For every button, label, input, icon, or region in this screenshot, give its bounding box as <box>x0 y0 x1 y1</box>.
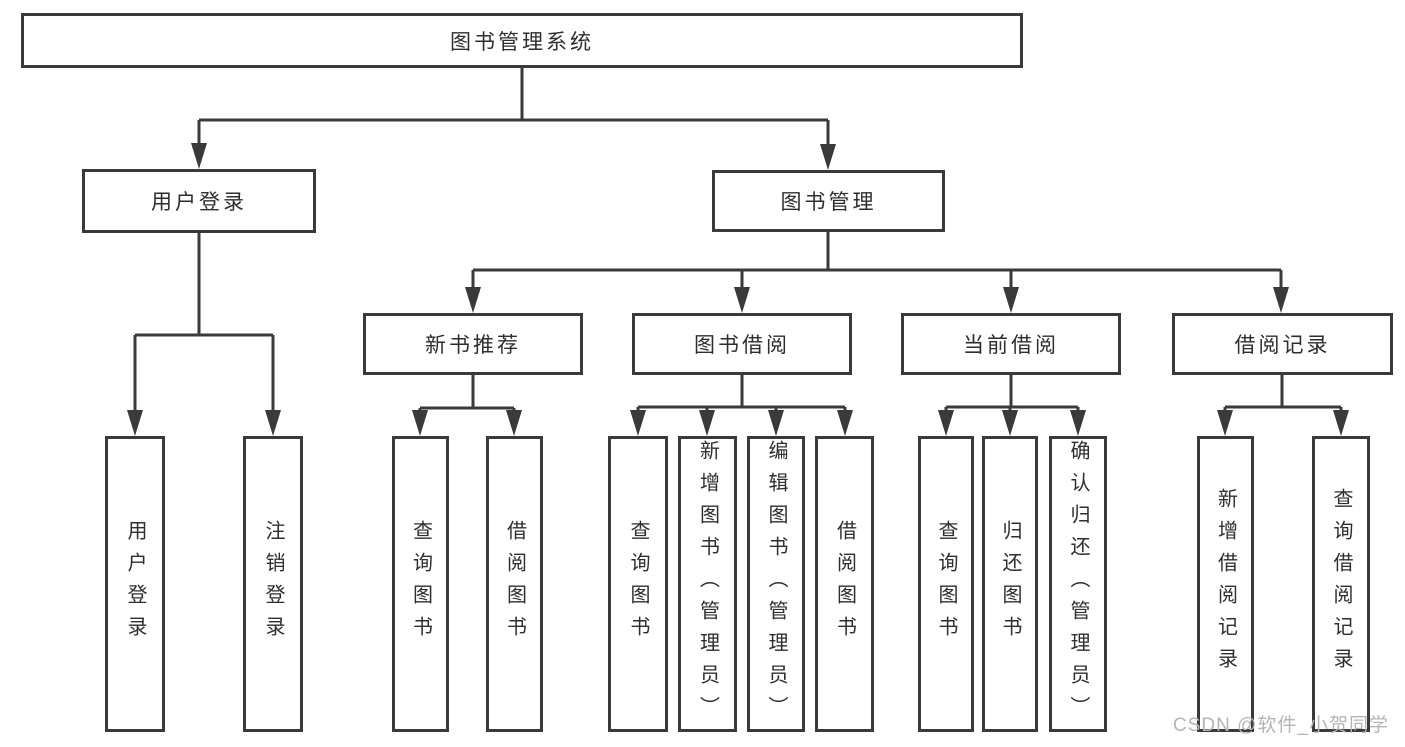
arrow-icon <box>127 410 143 436</box>
node-user-login: 用户登录 <box>82 169 316 233</box>
arrow-icon <box>630 410 646 436</box>
node-current-borrowing: 当前借阅 <box>901 313 1121 375</box>
connector-userlogin-to-leaves <box>133 233 275 415</box>
connector-bookmanagement-to-level3 <box>471 232 1283 292</box>
node-book-borrowing: 图书借阅 <box>632 313 852 375</box>
arrow-icon <box>768 410 784 436</box>
connector-root-to-level2 <box>197 68 830 150</box>
leaf-add-borrow-record: 新增借阅记录 <box>1197 436 1254 732</box>
leaf-borrow-books-2: 借阅图书 <box>815 436 874 732</box>
leaf-user-login: 用户登录 <box>105 436 165 732</box>
leaf-query-books-1: 查询图书 <box>392 436 449 732</box>
arrow-icon <box>1217 410 1233 436</box>
arrow-icon <box>938 410 954 436</box>
arrow-icon <box>506 410 522 436</box>
connector-borrowing-to-leaves <box>636 375 847 415</box>
leaf-query-books-2: 查询图书 <box>608 436 668 732</box>
arrow-icon <box>265 410 281 436</box>
node-new-book-recommend: 新书推荐 <box>363 313 583 375</box>
arrow-icon <box>734 287 750 313</box>
leaf-logout: 注销登录 <box>243 436 303 732</box>
leaf-return-books: 归还图书 <box>982 436 1038 732</box>
arrow-icon <box>699 410 715 436</box>
arrow-icon <box>1070 410 1086 436</box>
leaf-borrow-books-1: 借阅图书 <box>486 436 543 732</box>
connector-current-to-leaves <box>944 375 1080 415</box>
leaf-query-books-3: 查询图书 <box>918 436 974 732</box>
leaf-confirm-return-admin: 确认归还（管理员） <box>1049 436 1107 732</box>
arrow-icon <box>191 143 207 169</box>
arrow-icon <box>837 410 853 436</box>
arrow-icon <box>1333 410 1349 436</box>
node-book-management: 图书管理 <box>712 170 945 232</box>
arrowheads <box>127 143 1349 436</box>
arrow-icon <box>465 287 481 313</box>
connector-newbooks-to-leaves <box>418 375 516 415</box>
arrow-icon <box>1003 287 1019 313</box>
arrow-icon <box>1002 410 1018 436</box>
leaf-edit-books-admin: 编辑图书（管理员） <box>747 436 805 732</box>
csdn-watermark: CSDN @软件_小贺同学 <box>1173 715 1389 736</box>
leaf-query-borrow-record: 查询借阅记录 <box>1312 436 1370 732</box>
arrow-icon <box>820 144 836 170</box>
node-root-system: 图书管理系统 <box>21 13 1023 68</box>
leaf-add-books-admin: 新增图书（管理员） <box>678 436 737 732</box>
arrow-icon <box>412 410 428 436</box>
connector-records-to-leaves <box>1223 375 1343 415</box>
arrow-icon <box>1273 287 1289 313</box>
node-borrow-records: 借阅记录 <box>1172 313 1393 375</box>
